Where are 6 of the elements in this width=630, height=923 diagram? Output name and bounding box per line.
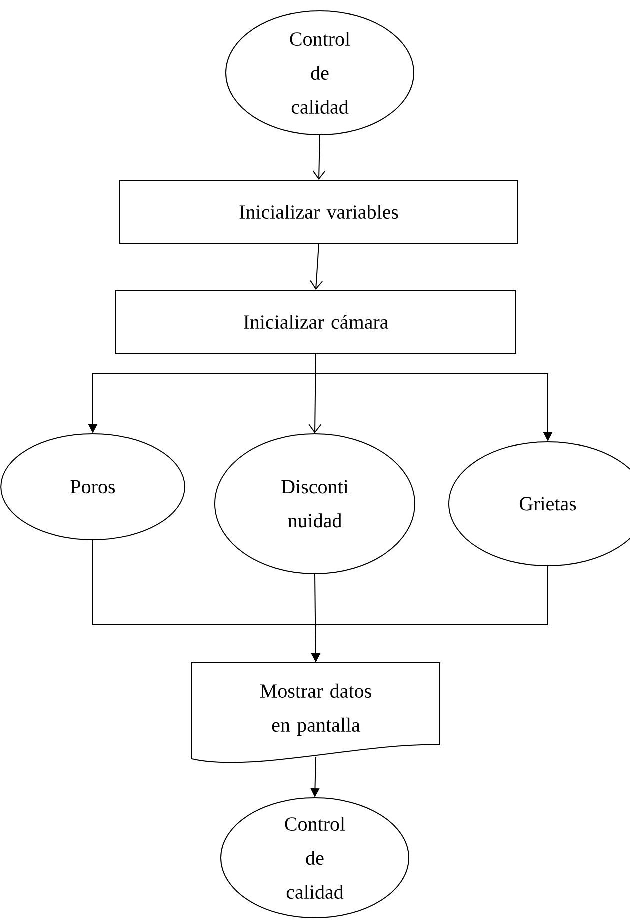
arrow: [310, 244, 324, 290]
process-box: Inicializar variables: [120, 180, 518, 244]
ellipse-node: Poros: [0, 434, 186, 540]
process-box: Inicializar cámara: [116, 290, 516, 354]
arrow: [312, 135, 326, 180]
ellipse-node: Disconti nuidad: [214, 434, 416, 574]
